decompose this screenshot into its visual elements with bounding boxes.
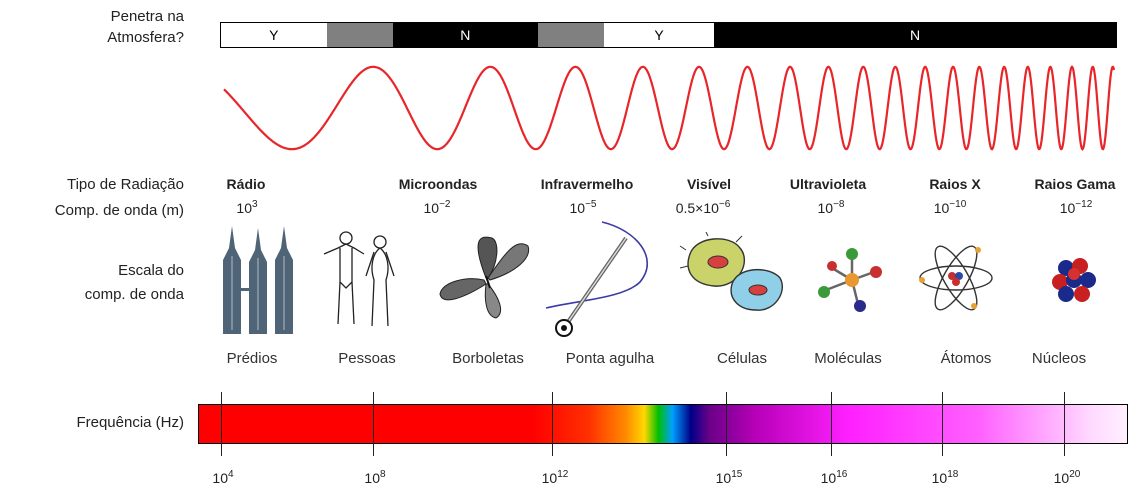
- needle-icon: [545, 221, 649, 337]
- radiation-name-microwaves: Microondas: [398, 176, 478, 192]
- scale-label-cells: Células: [716, 350, 768, 367]
- frequency-value-1e12: 1012: [541, 469, 569, 487]
- wavelength-scale-label-line2: comp. de onda: [84, 286, 184, 303]
- frequency-value-1e18: 1018: [931, 469, 959, 487]
- frequency-tick-1e4: [221, 392, 222, 456]
- scale-label-people: Pessoas: [338, 350, 396, 367]
- atmosphere-segment-g: [326, 23, 393, 47]
- wavelength-value-gamma: 10−12: [1059, 199, 1093, 217]
- cells-icon: [679, 232, 783, 311]
- wavelength-wave: [223, 65, 1116, 151]
- frequency-tick-1e8: [373, 392, 374, 456]
- buildings-icon: [223, 226, 293, 334]
- atmosphere-label-line1: Penetra na: [110, 8, 184, 25]
- radiation-name-radio: Rádio: [226, 176, 266, 192]
- frequency-value-1e8: 108: [364, 469, 386, 487]
- wavelength-value-ultraviolet: 10−8: [817, 199, 845, 217]
- atmosphere-segment-n: N: [392, 23, 538, 47]
- frequency-value-1e15: 1015: [715, 469, 743, 487]
- frequency-tick-1e15: [726, 392, 727, 456]
- frequency-tick-1e18: [942, 392, 943, 456]
- radiation-name-ultraviolet: Ultravioleta: [789, 176, 867, 192]
- frequency-tick-1e20: [1064, 392, 1065, 456]
- wavelength-value-microwaves: 10−2: [423, 199, 451, 217]
- radiation-name-xrays: Raios X: [929, 176, 981, 192]
- frequency-label: Frequência (Hz): [76, 414, 184, 431]
- radiation-name-gamma: Raios Gama: [1034, 176, 1116, 192]
- wavelength-scale-label: Escala do comp. de onda: [85, 259, 184, 307]
- frequency-spectrum-bar: [198, 404, 1128, 444]
- molecule-icon: [818, 248, 882, 312]
- scale-label-butterflies: Borboletas: [452, 350, 524, 367]
- scale-label-buildings: Prédios: [226, 350, 278, 367]
- frequency-tick-1e12: [552, 392, 553, 456]
- people-icon: [323, 231, 395, 327]
- radiation-name-visible: Visível: [686, 176, 732, 192]
- scale-label-atoms: Átomos: [940, 350, 992, 367]
- wavelength-value-visible: 0.5×10−6: [675, 199, 731, 217]
- wavelength-value-radio: 103: [236, 199, 258, 217]
- wavelength-label: Comp. de onda (m): [54, 202, 184, 219]
- radiation-type-label: Tipo de Radiação: [66, 176, 184, 193]
- atmosphere-segment-y: Y: [221, 23, 327, 47]
- wavelength-value-infrared: 10−5: [569, 199, 597, 217]
- scale-label-molecules: Moléculas: [814, 350, 882, 367]
- radiation-name-infrared: Infravermelho: [540, 176, 634, 192]
- scale-label-nuclei: Núcleos: [1031, 350, 1087, 367]
- frequency-tick-1e16: [831, 392, 832, 456]
- frequency-value-1e4: 104: [212, 469, 234, 487]
- frequency-value-1e20: 1020: [1053, 469, 1081, 487]
- atom-icon: [919, 245, 993, 311]
- wavelength-scale-label-line1: Escala do: [118, 262, 184, 279]
- atmosphere-segment-n: N: [714, 23, 1116, 47]
- scale-label-needle: Ponta agulha: [565, 350, 655, 367]
- frequency-value-1e16: 1016: [820, 469, 848, 487]
- atmosphere-segment-y: Y: [604, 23, 715, 47]
- nucleus-icon: [1052, 258, 1096, 302]
- butterfly-icon: [439, 236, 530, 319]
- wavelength-value-xrays: 10−10: [933, 199, 967, 217]
- wave-diagram: [223, 65, 1116, 151]
- atmosphere-label: Penetra na Atmosfera?: [107, 6, 184, 48]
- atmosphere-label-line2: Atmosfera?: [107, 29, 184, 46]
- atmosphere-segment-g: [537, 23, 605, 47]
